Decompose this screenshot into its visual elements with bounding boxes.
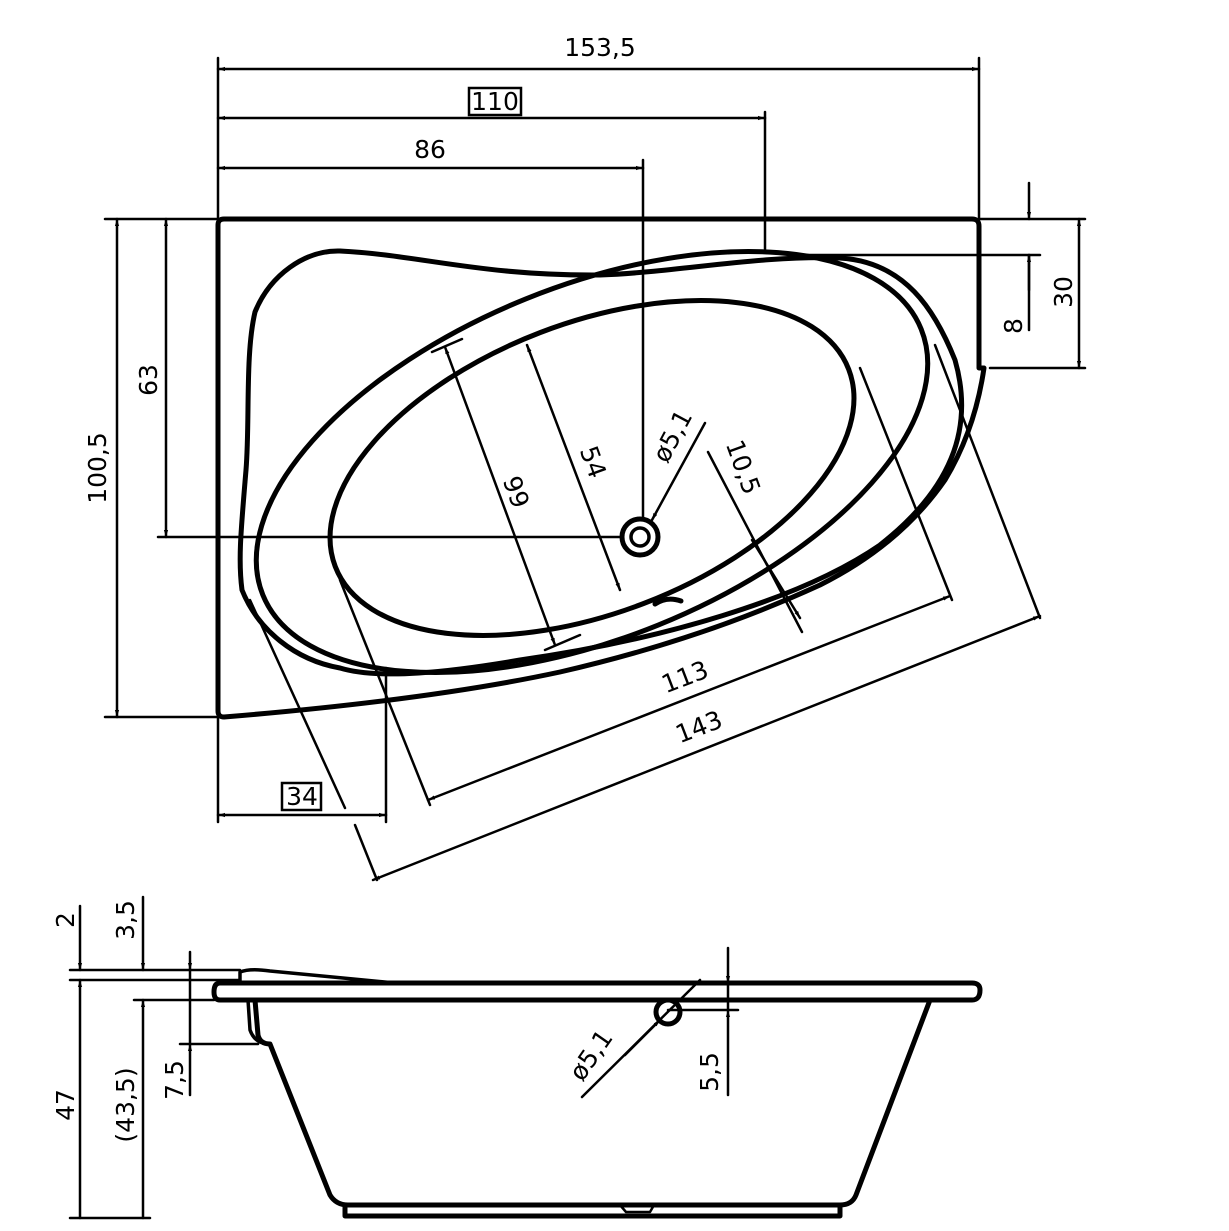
dim-length-to-overflow: 110	[471, 87, 519, 116]
side-view: 2 3,5 47 (43,5) 7,5 ø5,1 5,5	[51, 895, 983, 1220]
dim-drain-diameter: ø5,1	[647, 405, 698, 467]
drain-icon	[619, 516, 661, 558]
top-view: 153,5 110 86 100,5 63 8 30 99 54 ø5,1	[83, 33, 1087, 882]
dim-floor-width: 54	[574, 442, 612, 482]
dim-overflow-offset-side: 5,5	[695, 1052, 724, 1092]
dim-drain-position: 86	[414, 135, 446, 164]
dim-drain-from-front: 63	[134, 364, 163, 396]
dim-rim-height-right: 3,5	[111, 900, 140, 940]
dim-lip-height: 7,5	[160, 1060, 189, 1100]
overflow-icon	[653, 997, 683, 1027]
dim-inner-depth: (43,5)	[111, 1067, 140, 1142]
dim-overflow-diameter: ø5,1	[563, 1024, 618, 1086]
rim-plate	[211, 980, 983, 1003]
dim-corner-offset-small: 8	[999, 318, 1028, 334]
dim-overall-width: 100,5	[83, 432, 112, 504]
dim-overall-height: 47	[51, 1089, 80, 1121]
boxed-dim-frame-110	[467, 86, 523, 117]
dim-overall-length: 153,5	[564, 33, 636, 62]
dim-left-corner-width: 34	[286, 782, 318, 811]
boxed-dim-frame-34	[280, 781, 323, 812]
dim-corner-offset-large: 30	[1049, 276, 1078, 308]
dim-rim-thickness: 2	[51, 912, 80, 928]
